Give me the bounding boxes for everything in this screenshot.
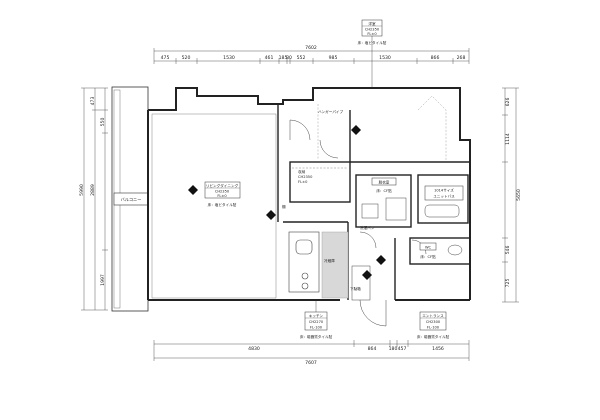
balcony: バルコニー (111, 86, 149, 312)
bathtub (424, 204, 460, 218)
entrance-floor: 床：磁器質タイル貼 (417, 334, 450, 339)
entrance-fl: FL-100 (427, 326, 440, 330)
kitchen-counter (288, 231, 320, 293)
dim-bottom-1: 4830 (248, 346, 260, 352)
ldk-name: リビングダイニング (206, 183, 239, 188)
label-washroom: 脱衣室 床：CF貼 (371, 177, 397, 193)
dimension-lines (81, 48, 519, 361)
ldk-floor (151, 113, 277, 299)
dim-left-2: 550 (100, 118, 106, 127)
note-shelf: 棚 (282, 204, 286, 209)
dim-top-7: 552 (297, 55, 306, 61)
western-name: 洋室 (368, 21, 376, 26)
dim-bottom-5: 1456 (432, 346, 444, 352)
label-entrance: エントランス CH2300 FL-100 床：磁器質タイル貼 (417, 311, 450, 339)
dim-bottom-2: 864 (368, 346, 377, 352)
washroom-floor: 床：CF貼 (376, 188, 392, 193)
kitchen-name: キッチン (309, 313, 324, 318)
dim-left-3: 1997 (100, 274, 106, 286)
entrance-ch: CH2300 (426, 320, 441, 324)
wash-basin (361, 203, 379, 219)
ldk-floor: 床：塩ビタイル貼 (208, 202, 237, 207)
wc-floor: 床：CF貼 (420, 254, 436, 259)
washroom-name: 脱衣室 (379, 180, 390, 185)
entrance-floor (321, 231, 349, 299)
storage-fl: FL±0 (298, 180, 308, 184)
note-fridge: 冷蔵庫 (324, 258, 335, 263)
dim-left-total: 5990 (79, 184, 85, 196)
shoe-cabinet (351, 265, 371, 301)
dim-top-5: 185 (279, 55, 288, 61)
dim-left-inner: 2889 (90, 184, 96, 196)
dim-bottom-4: 457 (398, 346, 407, 352)
kitchen-floor: 床：磁器質タイル貼 (300, 334, 333, 339)
kitchen-ch: CH2270 (309, 320, 324, 324)
dim-right-1: 626 (505, 98, 511, 107)
label-western: 洋室 CH2350 FL±0 床：塩ビタイル貼 (358, 19, 387, 88)
dim-right-3: 546 (505, 246, 511, 255)
dim-right-4: 725 (505, 279, 511, 288)
ldk-fl: FL±0 (217, 194, 227, 198)
balcony-label: バルコニー (121, 197, 142, 202)
label-bath: 1014サイズ ユニットバス (424, 185, 464, 201)
bath-size: 1014サイズ (434, 188, 454, 193)
washing-pan (385, 197, 407, 221)
label-ldk: リビングダイニング CH2350 FL±0 床：塩ビタイル貼 (204, 181, 241, 207)
wc-name: WC (425, 246, 432, 250)
dimension-labels: 7602 475 520 1530 461 185 80 552 985 153… (79, 45, 522, 366)
bath-name: ユニットバス (433, 194, 455, 199)
note-washing: 洗濯パン (360, 225, 375, 230)
exterior-walls (147, 87, 471, 301)
storage-ch: CH2350 (298, 175, 313, 179)
dim-top-10: 866 (431, 55, 440, 61)
western-fl: FL±0 (367, 32, 377, 36)
dim-top-3: 1530 (223, 55, 235, 61)
ldk-ch: CH2350 (215, 190, 230, 194)
interior-walls (277, 104, 471, 300)
dim-top-8: 985 (329, 55, 338, 61)
western-ch: CH2350 (365, 28, 380, 32)
dim-right-2: 1114 (505, 133, 511, 145)
label-kitchen: キッチン CH2270 FL-100 床：磁器質タイル貼 (300, 300, 333, 339)
dim-top-6: 80 (286, 55, 292, 61)
toilet (447, 244, 463, 256)
dim-bottom-3: 180 (389, 346, 398, 352)
doors (289, 119, 427, 327)
dim-top-1: 475 (161, 55, 170, 61)
label-storage: 収納 CH2350 FL±0 (298, 169, 313, 184)
dim-top-11: 268 (457, 55, 466, 61)
dim-top-9: 1530 (379, 55, 391, 61)
kitchen-fl: FL-100 (310, 326, 323, 330)
room-markers (188, 125, 386, 280)
dim-bottom-total: 7607 (305, 360, 317, 366)
western-floor: 床：塩ビタイル貼 (358, 40, 387, 45)
storage-name: 収納 (298, 169, 306, 174)
western-room-hatch (317, 95, 447, 160)
entrance-name: エントランス (422, 313, 444, 318)
note-hanger-pipe: ハンガーパイプ (318, 109, 344, 114)
note-shoes: 下駄箱 (350, 286, 361, 291)
dim-right-total: 5650 (516, 189, 522, 201)
dim-top-4: 461 (265, 55, 274, 61)
dim-top-2: 520 (182, 55, 191, 61)
dim-left-1: 473 (90, 97, 96, 106)
dim-top-total: 7602 (305, 45, 317, 51)
label-wc: WC 床：CF貼 (419, 242, 437, 259)
